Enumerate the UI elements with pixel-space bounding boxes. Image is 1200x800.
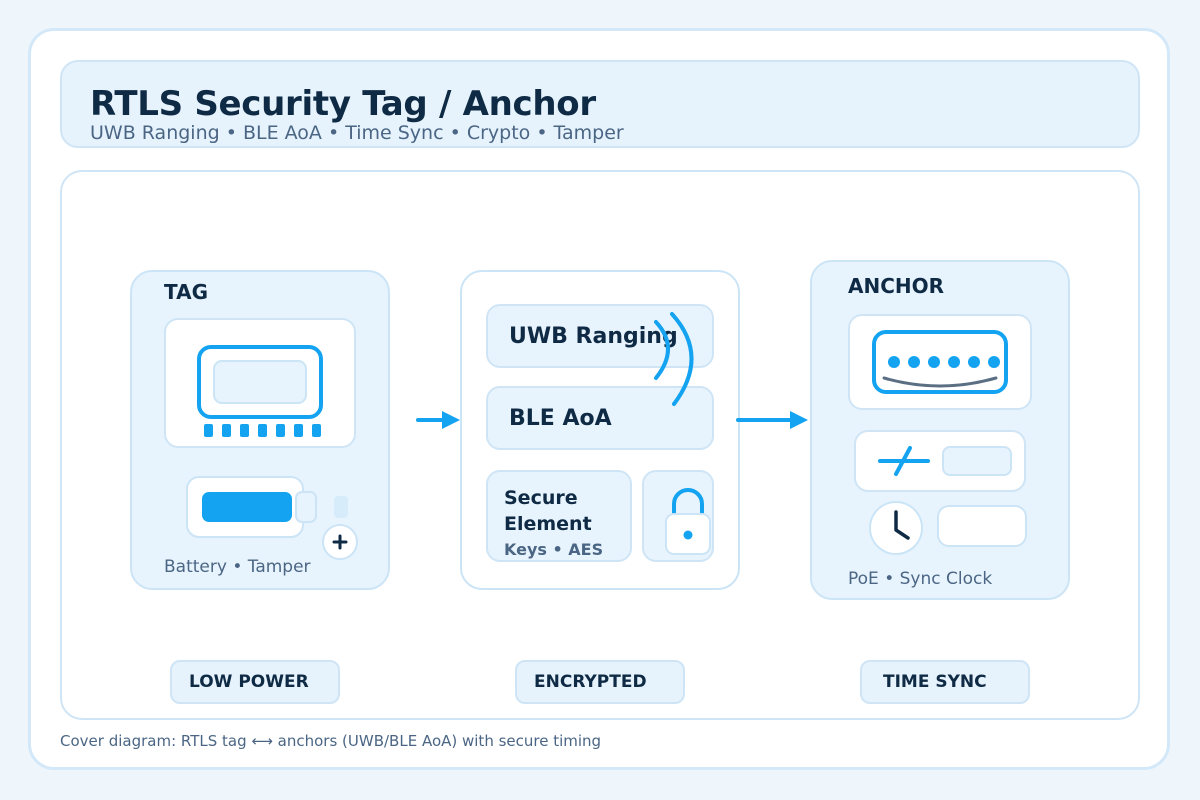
clock-icon <box>869 501 923 555</box>
page-title: RTLS Security Tag / Anchor <box>90 84 596 124</box>
tag-title: TAG <box>164 280 208 304</box>
ble-aoa-label: BLE AoA <box>509 406 612 431</box>
signal-wave-icon <box>654 312 694 406</box>
uwb-ranging-panel <box>486 304 714 368</box>
low-power-badge: LOW POWER <box>170 660 340 704</box>
secure-element-panel <box>486 470 632 562</box>
time-sync-badge: TIME SYNC <box>860 660 1030 704</box>
power-bolt-icon <box>878 446 930 476</box>
diagram-caption: Cover diagram: RTLS tag ⟷ anchors (UWB/B… <box>60 732 602 750</box>
secure-element-sub: Keys • AES <box>504 540 604 559</box>
anchor-device-icon <box>872 330 1008 394</box>
lock-icon <box>665 488 711 555</box>
arrow-comms-to-anchor <box>736 411 808 429</box>
power-indicator <box>942 446 1012 476</box>
anchor-footer: PoE • Sync Clock <box>848 569 993 589</box>
header-panel <box>60 60 1140 148</box>
page-subtitle: UWB Ranging • BLE AoA • Time Sync • Cryp… <box>90 122 624 144</box>
secure-element-line1: Secure <box>504 487 578 509</box>
uwb-ranging-label: UWB Ranging <box>509 324 678 349</box>
secure-element-line2: Element <box>504 513 592 535</box>
anchor-title: ANCHOR <box>848 274 945 298</box>
sync-clock-indicator <box>937 505 1027 547</box>
battery-icon <box>186 476 358 560</box>
arrow-tag-to-comms <box>416 411 460 429</box>
tag-chip-icon <box>197 345 323 437</box>
ble-aoa-panel <box>486 386 714 450</box>
tag-footer: Battery • Tamper <box>164 557 311 577</box>
encrypted-badge: ENCRYPTED <box>515 660 685 704</box>
